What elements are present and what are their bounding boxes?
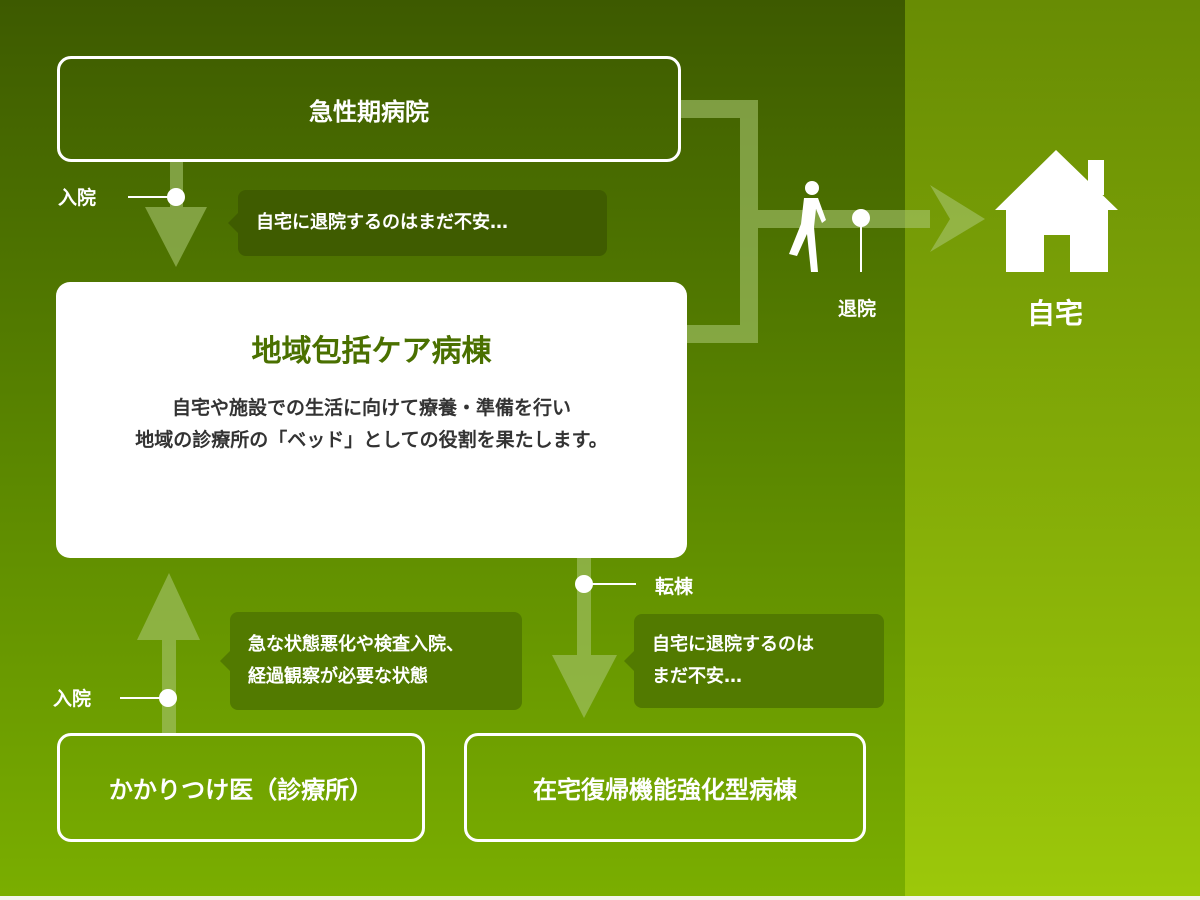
note-bubble-right: 自宅に退院するのはまだ不安… [624,614,884,708]
desc-line: 地域の診療所の「ベッド」としての役割を果たします。 [135,429,608,451]
bubble-text: 自宅に退院するのは [652,634,814,655]
discharge-label: 退院 [838,298,877,320]
note-bubble-top: 自宅に退院するのはまだ不安… [228,190,607,256]
note-bubble-left: 急な状態悪化や検査入院、経過観察が必要な状態 [220,612,522,710]
bubble-text: まだ不安… [652,666,742,687]
admit-bottom-dot [159,689,177,707]
walking-person-icon [789,181,826,272]
transfer-dot [575,575,593,593]
bubble-text: 経過観察が必要な状態 [248,666,428,687]
home-return-ward-box: 在宅復帰機能強化型病棟 [464,733,866,842]
discharge-dot [852,209,870,227]
admit-down-arrow [145,162,207,267]
admit-top-dot [167,188,185,206]
main-title: 地域包括ケア病棟 [251,334,492,369]
background-home-panel [905,0,1200,896]
main-description: 自宅や施設での生活に向けて療養・準備を行い 地域の診療所の「ベッド」としての役割… [56,392,687,456]
transfer-down-arrow [552,558,617,718]
bottom-border [0,896,1200,900]
admit-bottom-label: 入院 [53,688,92,710]
home-label: 自宅 [1027,297,1084,330]
admit-up-arrow [137,573,200,735]
admit-top-label: 入院 [58,187,97,209]
bubble-text: 自宅に退院するのはまだ不安… [256,212,508,233]
acute-hospital-box: 急性期病院 [57,56,681,162]
bubble-text: 急な状態悪化や検査入院、 [248,634,464,655]
community-care-ward-box: 地域包括ケア病棟 自宅や施設での生活に向けて療養・準備を行い 地域の診療所の「ベ… [56,282,687,558]
house-icon [995,150,1118,272]
discharge-arrow-head [930,185,985,252]
desc-line: 自宅や施設での生活に向けて療養・準備を行い [171,397,571,419]
clinic-box: かかりつけ医（診療所） [57,733,425,842]
transfer-label: 転棟 [655,576,694,598]
